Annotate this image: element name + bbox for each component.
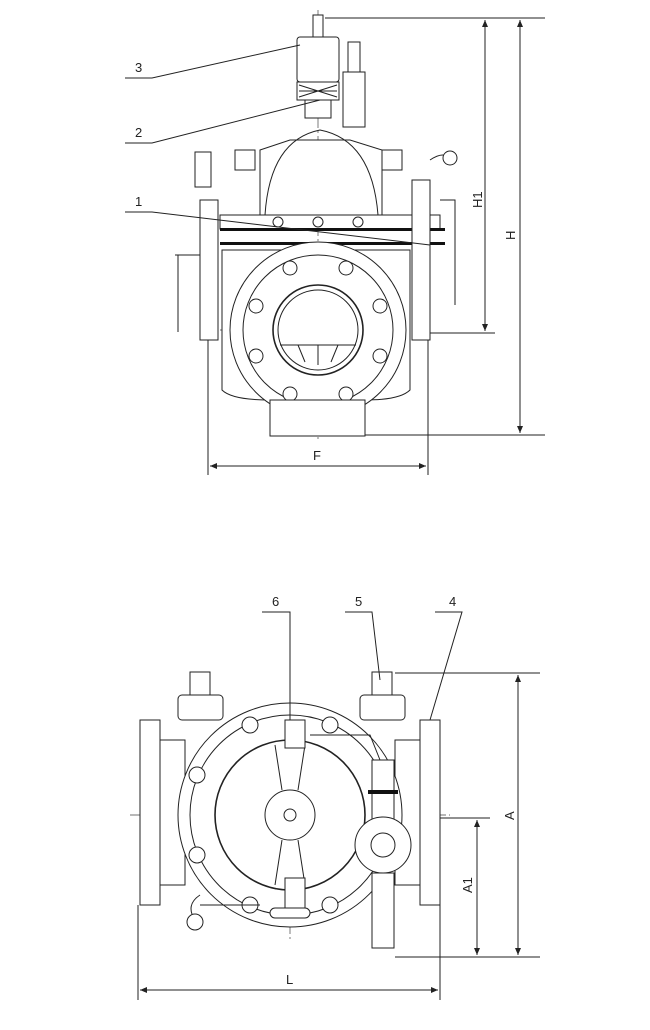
plan-view: 6 5 4 A A1 L xyxy=(130,594,540,1000)
dimension-L: L xyxy=(286,972,293,987)
part-label-3: 3 xyxy=(135,60,142,75)
part-label-6: 6 xyxy=(272,594,279,609)
dimension-H1: H1 xyxy=(470,191,485,208)
part-label-5: 5 xyxy=(355,594,362,609)
part-label-2: 2 xyxy=(135,125,142,140)
part-label-1: 1 xyxy=(135,194,142,209)
dimension-A: A xyxy=(502,811,517,820)
dimension-H: H xyxy=(503,231,518,240)
pilot-valve xyxy=(296,14,366,128)
elevation-view: 3 2 1 H H1 F xyxy=(125,10,545,475)
part-label-4: 4 xyxy=(449,594,456,609)
dimension-F: F xyxy=(313,448,321,463)
dimension-A1: A1 xyxy=(460,877,475,893)
